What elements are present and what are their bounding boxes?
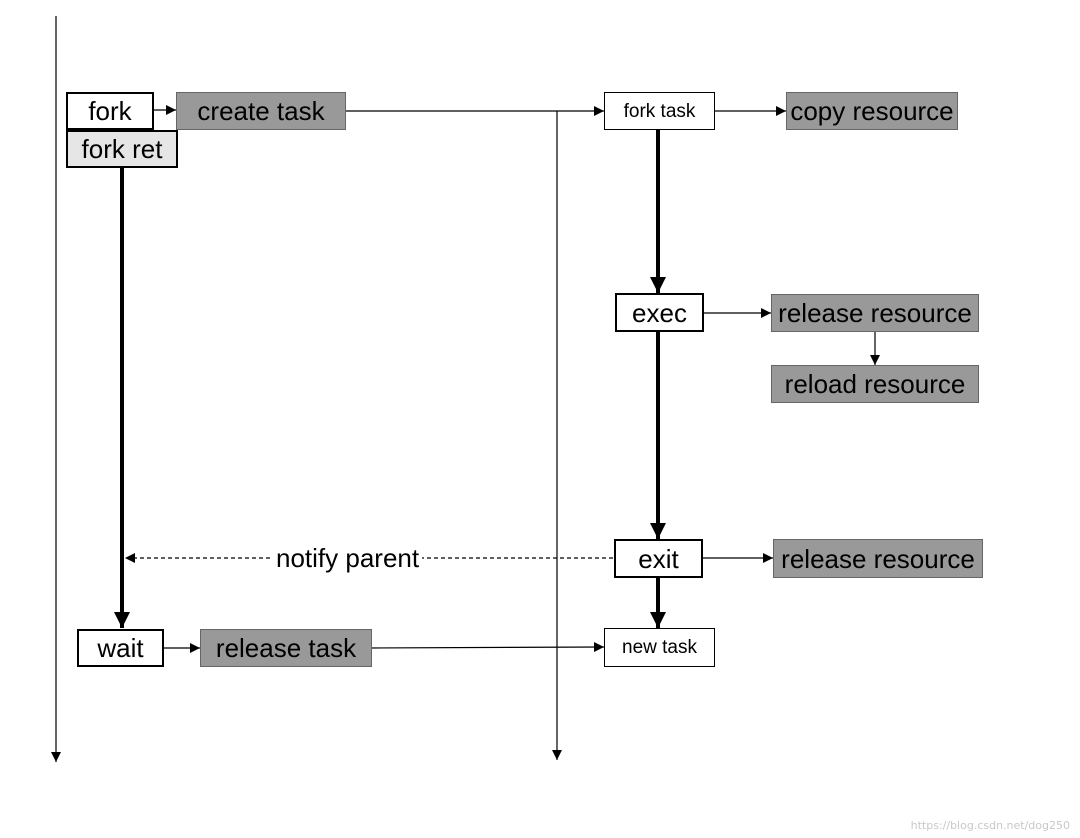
create-task-box: create task — [176, 92, 346, 130]
wait-box: wait — [77, 629, 164, 667]
fork-task-box: fork task — [604, 92, 715, 130]
copy-resource-box: copy resource — [786, 92, 958, 130]
release-resource-exit-box: release resource — [773, 539, 983, 578]
exit-box: exit — [614, 539, 703, 578]
fork-box: fork — [66, 92, 154, 130]
release-task-box: release task — [200, 629, 372, 667]
notify-parent-label: notify parent — [273, 545, 423, 571]
new-task-box: new task — [604, 628, 715, 667]
exec-box: exec — [615, 293, 704, 332]
arrow-release-task-to-new-task — [370, 642, 605, 653]
reload-resource-box: reload resource — [771, 365, 979, 403]
fork-ret-box: fork ret — [66, 130, 178, 168]
release-resource-exec-box: release resource — [771, 294, 979, 332]
watermark: https://blog.csdn.net/dog250 — [910, 819, 1070, 832]
